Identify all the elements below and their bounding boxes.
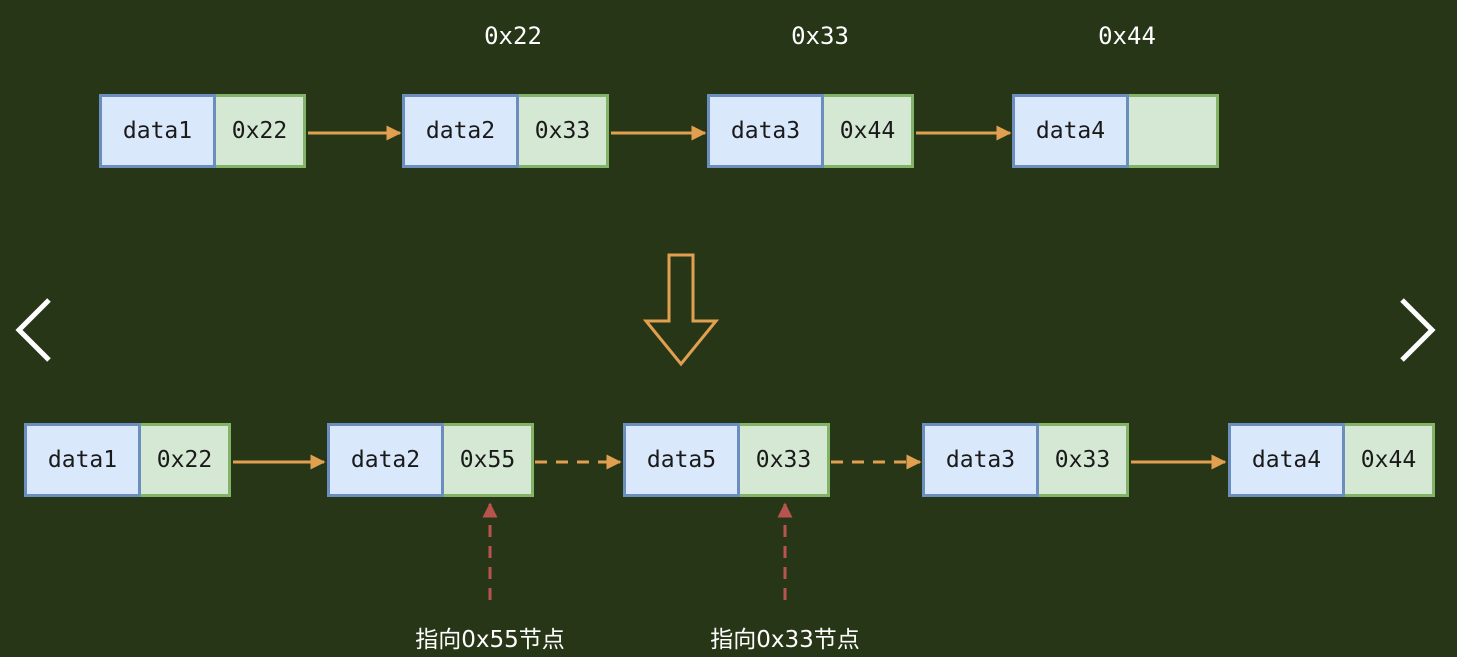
node-next: 0x55: [444, 423, 534, 497]
prev-slide-button[interactable]: [13, 296, 53, 366]
transform-down-arrow-icon: [642, 253, 720, 367]
address-label: 0x33: [791, 22, 849, 50]
bottom-node-4: data3 0x33: [922, 423, 1129, 497]
bottom-node-3: data5 0x33: [623, 423, 830, 497]
top-node-3: data3 0x44: [707, 94, 914, 168]
node-data: data2: [402, 94, 519, 168]
node-data: data5: [623, 423, 740, 497]
bottom-node-2: data2 0x55: [327, 423, 534, 497]
node-data: data3: [922, 423, 1039, 497]
node-data: data4: [1012, 94, 1129, 168]
node-next: 0x22: [216, 94, 306, 168]
bottom-node-1: data1 0x22: [24, 423, 231, 497]
node-next: 0x33: [1039, 423, 1129, 497]
node-data: data3: [707, 94, 824, 168]
chevron-left-icon: [15, 298, 51, 362]
node-next: 0x33: [519, 94, 609, 168]
node-next: 0x44: [824, 94, 914, 168]
node-next: [1129, 94, 1219, 168]
top-node-4: data4: [1012, 94, 1219, 168]
node-data: data2: [327, 423, 444, 497]
next-slide-button[interactable]: [1398, 296, 1438, 366]
pointer-note-0x55: 指向0x55节点: [415, 627, 565, 653]
node-next: 0x33: [740, 423, 830, 497]
node-next: 0x22: [141, 423, 231, 497]
address-label: 0x44: [1098, 22, 1156, 50]
top-node-2: data2 0x33: [402, 94, 609, 168]
node-data: data1: [99, 94, 216, 168]
node-next: 0x44: [1345, 423, 1435, 497]
node-data: data1: [24, 423, 141, 497]
pointer-note-0x33: 指向0x33节点: [710, 627, 860, 653]
chevron-right-icon: [1400, 298, 1436, 362]
node-data: data4: [1228, 423, 1345, 497]
top-node-1: data1 0x22: [99, 94, 306, 168]
address-label: 0x22: [484, 22, 542, 50]
bottom-node-5: data4 0x44: [1228, 423, 1435, 497]
